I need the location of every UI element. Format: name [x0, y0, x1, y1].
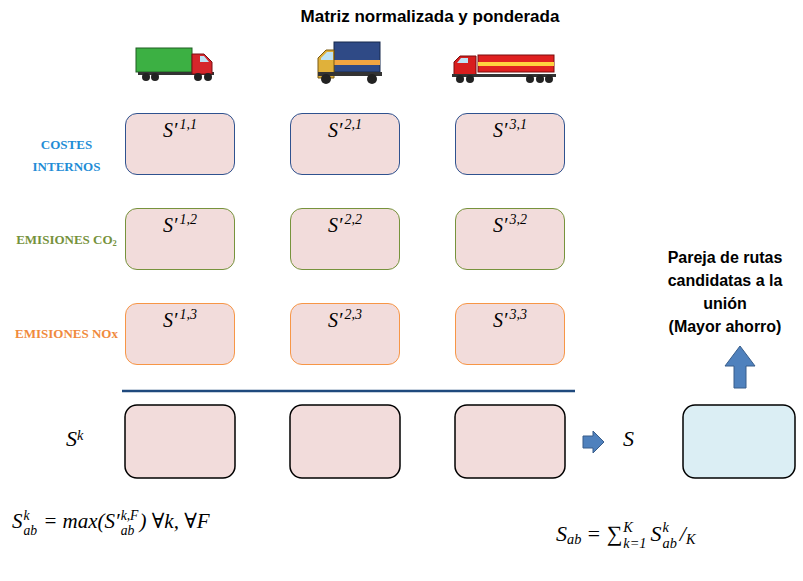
superscript: k: [662, 520, 668, 536]
math-symbol: S: [650, 521, 661, 546]
matrix-symbol: S′: [328, 214, 342, 236]
matrix-index: 2,2: [344, 212, 362, 227]
cell-text: S′1,3: [163, 304, 197, 332]
matrix-symbol: S′: [493, 214, 507, 236]
matrix-index: 3,1: [509, 117, 527, 132]
result-box: [455, 405, 565, 478]
block-arrow-right: [583, 431, 604, 453]
matrix-index: 1,3: [179, 307, 197, 322]
matrix-symbol: S′: [163, 214, 177, 236]
matrix-symbol: S′: [328, 309, 342, 331]
side-note: Pareja de rutas candidatas a la unión: [650, 246, 800, 315]
truck-blue: [318, 42, 382, 84]
math-symbol: S: [12, 509, 23, 533]
sum-lower: k=1: [623, 536, 646, 552]
total-symbol: S: [623, 426, 634, 452]
result-box: [290, 405, 400, 478]
matrix-index: 3,2: [509, 212, 527, 227]
row-label: EMISIONES CO2: [14, 229, 119, 254]
subscript: ab: [24, 523, 38, 538]
row-label: COSTES INTERNOS: [33, 137, 101, 174]
script-stack: Kk=1: [623, 520, 646, 551]
matrix-cell: S′3,2: [455, 208, 565, 270]
subscript: ab: [662, 536, 676, 552]
superscript: k: [24, 508, 30, 523]
cell-text: S′3,2: [493, 209, 527, 237]
side-note: Pareja de rutas candidatas a la unión(Ma…: [650, 246, 800, 338]
side-note: (Mayor ahorro): [650, 315, 800, 338]
truck-green: [136, 48, 214, 81]
matrix-cell: S′1,3: [125, 303, 235, 365]
matrix-symbol: S′: [163, 119, 177, 141]
row-label: COSTES INTERNOS: [14, 134, 119, 178]
result-box: [125, 405, 235, 478]
superscript: k,F: [121, 508, 139, 523]
cell-text: S′1,1: [163, 114, 197, 142]
separator-line: [122, 390, 575, 393]
truck-red: [452, 55, 556, 83]
cell-text: S′2,1: [328, 114, 362, 142]
formula-part: = max(S′: [43, 509, 120, 533]
math-symbol: S: [556, 521, 567, 546]
row-label: EMISIONES NOx: [14, 323, 119, 345]
cell-text: S′2,3: [328, 304, 362, 332]
matrix-cell: S′1,1: [125, 113, 235, 175]
matrix-symbol: S′: [163, 309, 177, 331]
sum-upper: K: [623, 520, 633, 536]
block-arrow-up: [725, 346, 755, 388]
superscript: k: [77, 427, 83, 443]
cell-text: S′3,3: [493, 304, 527, 332]
matrix-symbol: S′: [493, 119, 507, 141]
matrix-cell: S′2,1: [290, 113, 400, 175]
formula: Sab= ∑Kk=1Sabk/K: [556, 520, 695, 551]
matrix-index: 1,2: [179, 212, 197, 227]
diagram-title: Matriz normalizada y ponderada: [230, 7, 630, 27]
row-label: EMISIONES NOx: [15, 326, 118, 341]
matrix-cell: S′2,3: [290, 303, 400, 365]
total-box: [683, 405, 795, 478]
script-stack: abk: [662, 520, 676, 551]
matrix-cell: S′1,2: [125, 208, 235, 270]
cell-text: S′3,1: [493, 114, 527, 142]
subscript: 2: [113, 238, 117, 248]
matrix-cell: S′3,3: [455, 303, 565, 365]
matrix-symbol: S′: [493, 309, 507, 331]
math-symbol: S: [623, 426, 634, 451]
matrix-index: 2,3: [344, 307, 362, 322]
subscript: K: [686, 531, 696, 547]
matrix-cell: S′2,2: [290, 208, 400, 270]
formula: Sabk= max(S′abk,F) ∀k, ∀F: [12, 508, 210, 538]
matrix-index: 2,1: [344, 117, 362, 132]
matrix-index: 3,3: [509, 307, 527, 322]
formula-part: /: [680, 521, 686, 546]
formula-part: ) ∀k, ∀F: [139, 509, 209, 533]
cell-text: S′1,2: [163, 209, 197, 237]
matrix-index: 1,1: [179, 117, 197, 132]
row-label: EMISIONES CO: [16, 232, 112, 247]
subscript: ab: [567, 531, 581, 547]
cell-text: S′2,2: [328, 209, 362, 237]
matrix-cell: S′3,1: [455, 113, 565, 175]
subscript: ab: [121, 523, 135, 538]
row-symbol: Sk: [66, 426, 83, 452]
matrix-symbol: S′: [328, 119, 342, 141]
script-stack: abk: [24, 508, 38, 538]
script-stack: abk,F: [121, 508, 139, 538]
formula-part: = ∑: [586, 521, 622, 546]
math-symbol: S: [66, 426, 77, 451]
